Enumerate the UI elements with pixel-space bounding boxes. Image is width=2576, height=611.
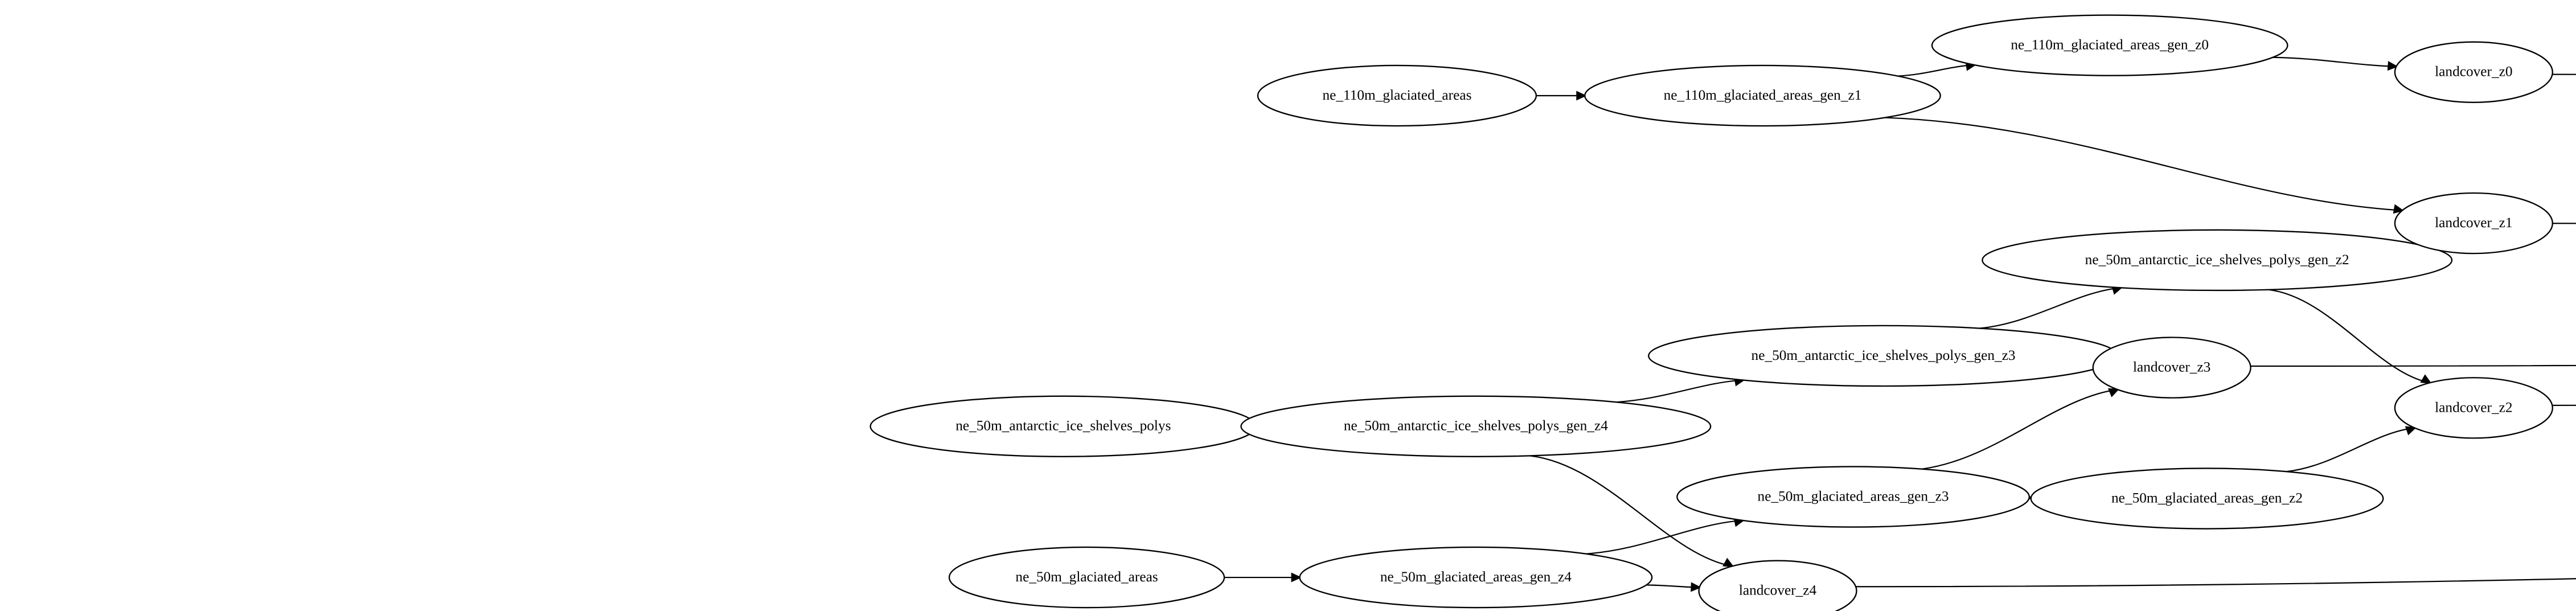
node-label: landcover_z2: [2435, 399, 2512, 415]
edge-line: [2552, 404, 2576, 406]
node-landcover_z4[interactable]: landcover_z4: [1698, 560, 1857, 611]
edge-ne_50m_glaciated_areas_gen_z4--ne_50m_glaciated_areas_gen_z3: [1586, 517, 1745, 555]
node-label: landcover_z0: [2435, 64, 2512, 80]
node-label: ne_50m_antarctic_ice_shelves_polys_gen_z…: [2085, 252, 2349, 268]
node-ellipse: [1584, 64, 1941, 127]
node-ne_50m_antarctic_ice_shelves_polys[interactable]: ne_50m_antarctic_ice_shelves_polys: [869, 395, 1257, 457]
node-label: ne_110m_glaciated_areas_gen_z1: [1664, 87, 1862, 103]
node-ne_50m_glaciated_areas[interactable]: ne_50m_glaciated_areas: [948, 546, 1225, 609]
edge-line: [2507, 422, 2576, 611]
node-label: landcover_z3: [2133, 359, 2210, 375]
edge-ne_110m_glaciated_areas_gen_z1--landcover_z1: [1885, 117, 2405, 214]
node-ellipse: [1299, 546, 1653, 609]
edge-ne_50m_glaciated_areas_gen_z4--landcover_z4: [1646, 582, 1702, 592]
node-label: ne_50m_antarctic_ice_shelves_polys_gen_z…: [1751, 347, 2016, 363]
edge-landcover_z2--layer_landcover_z2: [2552, 404, 2576, 406]
node-label: ne_50m_glaciated_areas_gen_z2: [2111, 490, 2303, 506]
node-ne_110m_glaciated_areas_gen_z1[interactable]: ne_110m_glaciated_areas_gen_z1: [1584, 64, 1941, 127]
edge-line: [2552, 73, 2576, 75]
edge-arrowhead: [2387, 61, 2398, 71]
edge-line: [2268, 289, 2430, 384]
node-label: ne_50m_glaciated_areas_gen_z3: [1758, 489, 1949, 505]
edge-ne_50m_antarctic_ice_shelves_polys_gen_z4--landcover_z4: [1529, 455, 1734, 567]
edge-line: [1885, 117, 2403, 211]
edge-arrowhead: [2107, 388, 2120, 397]
edge-ne_110m_glaciated_areas--ne_110m_glaciated_areas_gen_z1: [1536, 91, 1587, 101]
node-ne_50m_antarctic_ice_shelves_polys_gen_z3[interactable]: ne_50m_antarctic_ice_shelves_polys_gen_z…: [1648, 325, 2119, 387]
edge-line: [2273, 56, 2397, 67]
node-label: ne_50m_antarctic_ice_shelves_polys_gen_z…: [1344, 418, 1608, 434]
node-ne_110m_glaciated_areas[interactable]: ne_110m_glaciated_areas: [1257, 64, 1537, 127]
node-label: ne_110m_glaciated_areas_gen_z0: [2011, 37, 2209, 53]
node-ellipse: [2092, 337, 2251, 399]
edge-ne_50m_antarctic_ice_shelves_polys_gen_z3--ne_50m_antarctic_ice_shelves_polys_gen_z2: [1979, 285, 2123, 329]
edge-ne_110m_glaciated_areas_gen_z0--landcover_z0: [2273, 56, 2398, 71]
edge-ne_50m_glaciated_areas--ne_50m_glaciated_areas_gen_z4: [1224, 572, 1302, 583]
node-ellipse: [1982, 229, 2453, 292]
edge-line: [2552, 223, 2576, 224]
edge-arrowhead: [2405, 426, 2417, 436]
edge-line: [1921, 389, 2118, 470]
edge-landcover_z0--layer_landcover_z0: [2552, 73, 2576, 75]
edge-arrowhead: [2420, 374, 2432, 384]
node-ne_110m_glaciated_areas_gen_z0[interactable]: ne_110m_glaciated_areas_gen_z0: [1931, 14, 2288, 76]
node-label: ne_50m_antarctic_ice_shelves_polys: [955, 418, 1171, 434]
edge-ne_50m_glaciated_areas_gen_z2--landcover_z2: [2286, 426, 2417, 473]
edge-arrowhead: [1691, 582, 1702, 592]
edge-line: [1979, 287, 2121, 329]
nodes-layer: imposm3osm_landcover_polygonsimplify_vw_…: [869, 14, 2553, 611]
edge-ne_50m_antarctic_ice_shelves_polys_gen_z4--ne_50m_antarctic_ice_shelves_polys_gen_z3: [1615, 376, 1745, 403]
node-ellipse: [948, 546, 1225, 609]
node-ellipse: [1676, 466, 2031, 528]
edge-arrowhead: [1576, 91, 1587, 101]
node-ne_50m_glaciated_areas_gen_z3[interactable]: ne_50m_glaciated_areas_gen_z3: [1676, 466, 2031, 528]
node-ellipse: [1698, 560, 1857, 611]
node-ellipse: [1931, 14, 2288, 76]
node-label: ne_50m_glaciated_areas: [1015, 569, 1158, 585]
node-ne_50m_glaciated_areas_gen_z4[interactable]: ne_50m_glaciated_areas_gen_z4: [1299, 546, 1653, 609]
edge-arrowhead: [1722, 557, 1734, 567]
node-ne_50m_antarctic_ice_shelves_polys_gen_z2[interactable]: ne_50m_antarctic_ice_shelves_polys_gen_z…: [1982, 229, 2453, 292]
node-ellipse: [2394, 377, 2553, 439]
node-label: landcover_z4: [1739, 583, 1817, 598]
edge-landcover_z5--layer_landcover_z5: [2552, 312, 2576, 611]
edge-ne_50m_antarctic_ice_shelves_polys_gen_z2--landcover_z2: [2268, 289, 2432, 384]
edge-line: [1897, 64, 1975, 77]
node-label: landcover_z1: [2435, 215, 2512, 231]
node-ellipse: [1240, 395, 1712, 457]
edge-line: [1529, 455, 1733, 567]
node-ellipse: [1257, 64, 1537, 127]
node-label: ne_110m_glaciated_areas: [1322, 87, 1471, 103]
node-ne_50m_antarctic_ice_shelves_polys_gen_z4[interactable]: ne_50m_antarctic_ice_shelves_polys_gen_z…: [1240, 395, 1712, 457]
node-landcover_z0[interactable]: landcover_z0: [2394, 41, 2553, 103]
edge-ne_50m_glaciated_areas_gen_z3--landcover_z3: [1921, 388, 2120, 470]
node-ellipse: [2394, 41, 2553, 103]
node-ne_50m_glaciated_areas_gen_z2[interactable]: ne_50m_glaciated_areas_gen_z2: [2030, 468, 2384, 530]
edge-line: [1615, 379, 1744, 403]
edge-line: [1586, 519, 1743, 555]
edge-line: [2286, 427, 2415, 473]
edge-line: [2552, 315, 2576, 611]
edge-ne_110m_glaciated_areas_gen_z1--ne_110m_glaciated_areas_gen_z0: [1897, 61, 1977, 77]
node-landcover_z3[interactable]: landcover_z3: [2092, 337, 2251, 399]
node-ellipse: [2394, 192, 2553, 255]
edge-arrowhead: [2393, 204, 2405, 214]
node-landcover_z2[interactable]: landcover_z2: [2394, 377, 2553, 439]
node-label: ne_50m_glaciated_areas_gen_z4: [1380, 569, 1572, 585]
edge-landcover_z1--layer_landcover_z1: [2552, 223, 2576, 224]
node-landcover_z1[interactable]: landcover_z1: [2394, 192, 2553, 255]
node-ellipse: [2030, 468, 2384, 530]
edge-arrowhead: [1291, 572, 1302, 583]
edge-osm_landcover_gen_z10--layer_landcover_z10: [2507, 419, 2576, 611]
